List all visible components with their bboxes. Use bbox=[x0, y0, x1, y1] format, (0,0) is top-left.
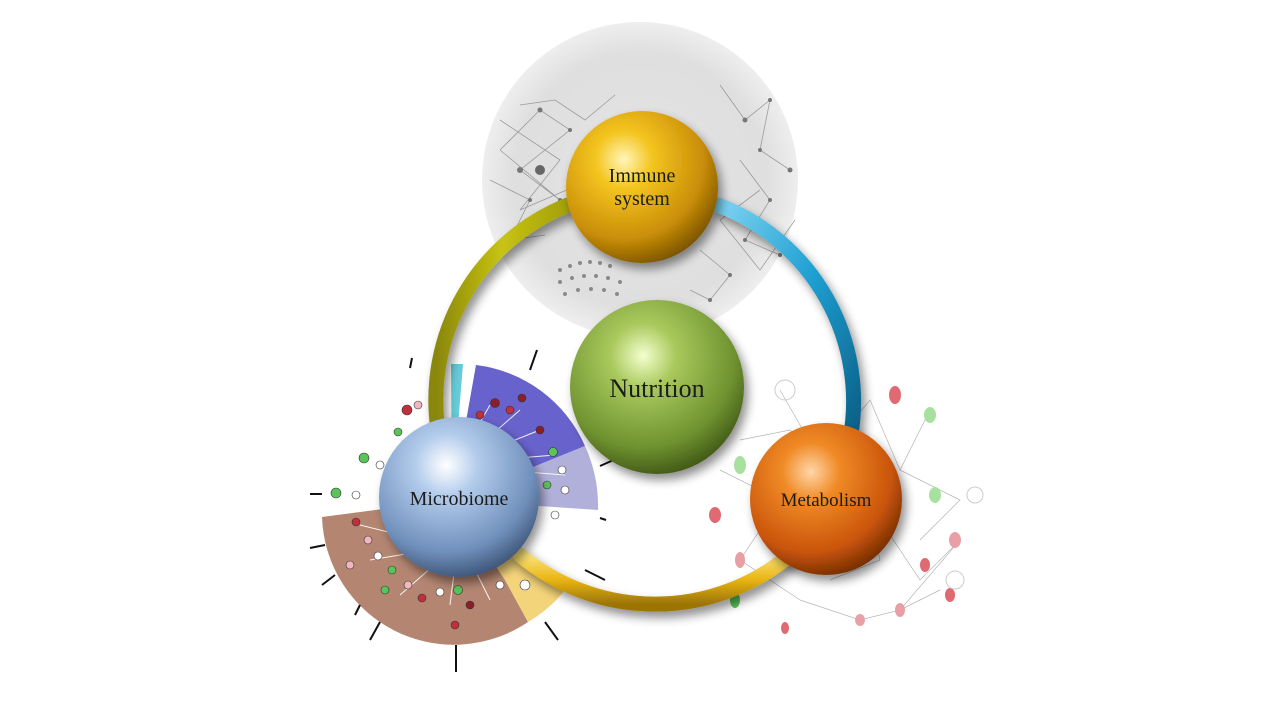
sphere-microbiome: Microbiome bbox=[379, 417, 539, 577]
network-nodes bbox=[508, 98, 793, 302]
immune-label-line2: system bbox=[614, 188, 670, 210]
sphere-metabolism: Metabolism bbox=[750, 423, 902, 575]
immune-label-line1: Immune bbox=[609, 165, 676, 187]
microbiome-label: Microbiome bbox=[410, 488, 509, 510]
nutrition-label: Nutrition bbox=[609, 374, 704, 403]
wedge-brown bbox=[322, 500, 528, 645]
sphere-nutrition: Nutrition bbox=[570, 300, 744, 474]
tree-tick-marks bbox=[309, 349, 619, 672]
ring-segment-immune-to-metabolism bbox=[710, 197, 862, 448]
metabolism-label: Metabolism bbox=[781, 490, 872, 511]
sphere-immune: Immune system bbox=[566, 111, 718, 263]
ring-segment-metabolism-to-microbiome bbox=[512, 547, 798, 612]
metabolism-network-nodes bbox=[709, 379, 984, 634]
connection-ring bbox=[428, 197, 862, 612]
tree-leaf-nodes bbox=[330, 393, 570, 630]
metabolism-network-background bbox=[709, 379, 984, 634]
network-dot-fan bbox=[558, 260, 622, 296]
ring-segment-microbiome-to-immune bbox=[428, 197, 576, 438]
